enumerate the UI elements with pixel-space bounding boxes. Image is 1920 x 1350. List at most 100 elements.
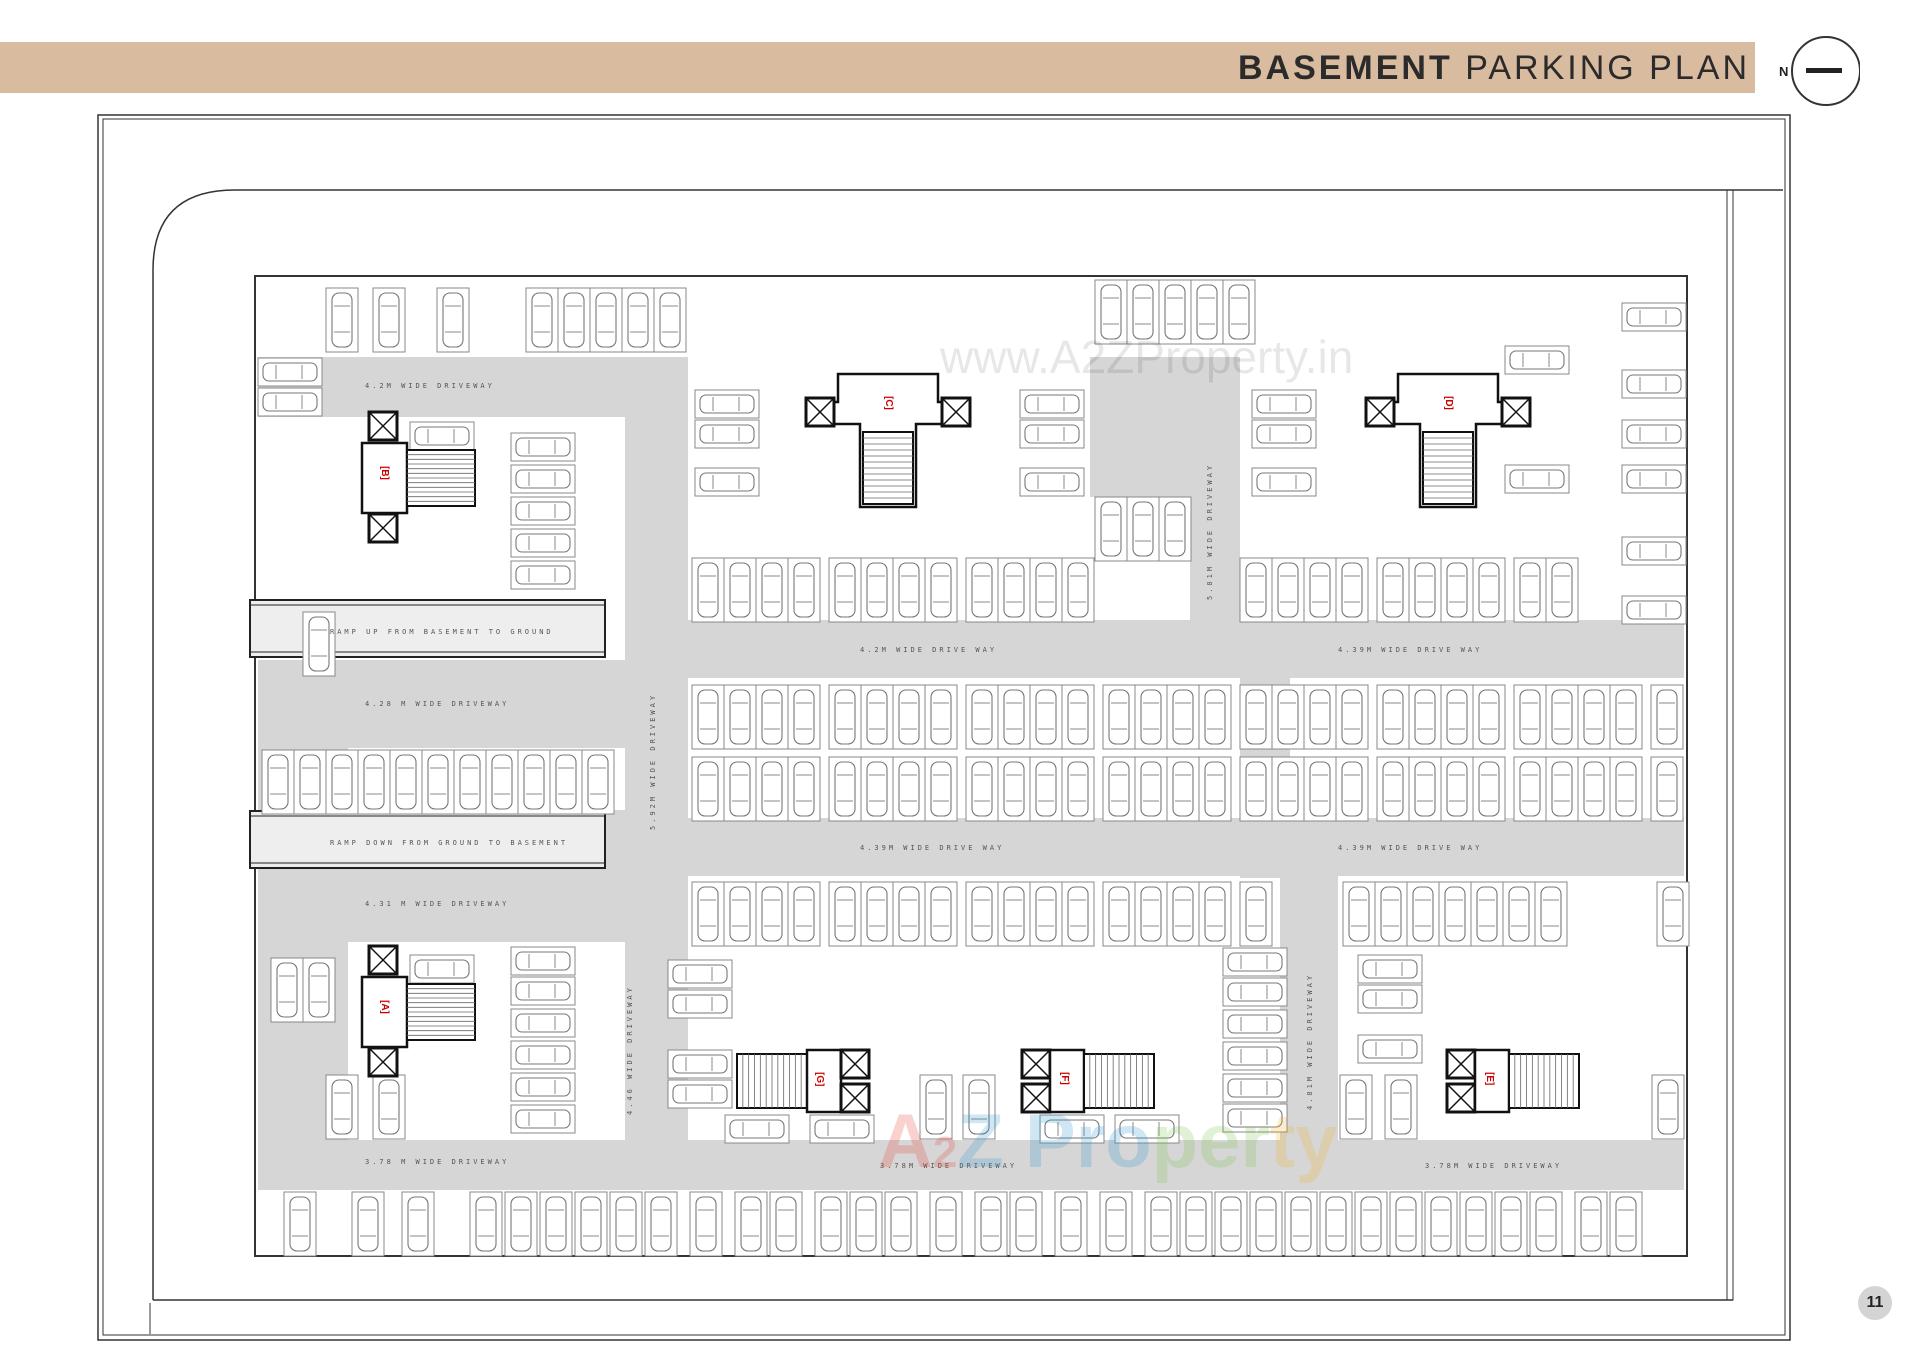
parking-bay: [1166, 684, 1200, 750]
parking-bay: [1529, 1191, 1563, 1257]
parking-bay: [1389, 1191, 1423, 1257]
driveway-label: 4.28 M WIDE DRIVEWAY: [365, 700, 509, 708]
parking-bay: [1374, 881, 1408, 947]
parking-bay: [581, 749, 615, 815]
parking-bay: [1335, 756, 1369, 822]
parking-bay: [755, 557, 789, 623]
parking-bay: [1513, 684, 1547, 750]
driveway-label: 4.81M WIDE DRIVEWAY: [1306, 973, 1314, 1110]
parking-bay: [1144, 1191, 1178, 1257]
parking-bay: [325, 287, 359, 353]
parking-bay: [1102, 684, 1136, 750]
parking-bay: [1621, 464, 1687, 494]
parking-bay: [325, 1074, 359, 1140]
parking-bay: [1179, 1191, 1213, 1257]
parking-bay: [1335, 684, 1369, 750]
parking-bay: [510, 946, 576, 976]
parking-bay: [974, 1191, 1008, 1257]
parking-bay: [257, 357, 323, 387]
parking-bay: [1271, 557, 1305, 623]
parking-bay: [929, 1191, 963, 1257]
parking-bay: [1408, 684, 1442, 750]
parking-bay: [1440, 557, 1474, 623]
parking-bay: [1134, 756, 1168, 822]
parking-bay: [453, 749, 487, 815]
parking-bay: [997, 684, 1031, 750]
parking-bay: [1166, 756, 1200, 822]
core: [G]: [736, 1048, 871, 1114]
parking-bay: [997, 881, 1031, 947]
parking-bay: [1114, 1114, 1180, 1144]
parking-bay: [1134, 684, 1168, 750]
parking-bay: [1513, 557, 1547, 623]
parking-bay: [1061, 881, 1095, 947]
parking-bay: [1545, 684, 1579, 750]
parking-bay: [510, 1072, 576, 1102]
parking-bay: [1271, 684, 1305, 750]
parking-bay: [1459, 1191, 1493, 1257]
parking-bay: [510, 1008, 576, 1038]
parking-bay: [549, 749, 583, 815]
parking-bay: [1621, 595, 1687, 625]
page-title: BASEMENT PARKING PLAN: [1238, 49, 1750, 88]
parking-bay: [787, 684, 821, 750]
parking-bay: [409, 421, 475, 451]
parking-bay: [828, 756, 862, 822]
ramp-label: RAMP UP FROM BASEMENT TO GROUND: [330, 628, 554, 636]
parking-bay: [667, 989, 733, 1019]
parking-bay: [510, 560, 576, 590]
parking-bay: [510, 976, 576, 1006]
parking-bay: [828, 684, 862, 750]
header-band: [0, 42, 1755, 93]
parking-bay: [389, 749, 423, 815]
parking-bay: [667, 959, 733, 989]
parking-bay: [1158, 279, 1192, 345]
parking-bay: [689, 1191, 723, 1257]
parking-bay: [1650, 756, 1684, 822]
driveway-label: 4.31 M WIDE DRIVEWAY: [365, 900, 509, 908]
parking-bay: [1440, 684, 1474, 750]
driveway-label: 3.78 M WIDE DRIVEWAY: [365, 1158, 509, 1166]
parking-bay: [965, 557, 999, 623]
core-label: [B]: [379, 466, 390, 480]
driveway-label: 3.78M WIDE DRIVEWAY: [880, 1162, 1017, 1170]
parking-bay: [1384, 1074, 1418, 1140]
parking-bay: [1651, 1074, 1685, 1140]
parking-bay: [1134, 881, 1168, 947]
parking-bay: [1239, 756, 1273, 822]
parking-bay: [510, 1104, 576, 1134]
driveway-label: 4.39M WIDE DRIVE WAY: [860, 844, 1004, 852]
parking-bay: [1303, 684, 1337, 750]
parking-bay: [1158, 496, 1192, 562]
core-label: [A]: [379, 1000, 390, 1014]
core-label: [C]: [883, 396, 894, 410]
parking-bay: [924, 756, 958, 822]
parking-bay: [809, 1114, 875, 1144]
core-label: [E]: [1484, 1072, 1495, 1085]
parking-bay: [1094, 279, 1128, 345]
parking-bay: [1061, 557, 1095, 623]
parking-bay: [769, 1191, 803, 1257]
parking-bay: [892, 756, 926, 822]
parking-bay: [965, 756, 999, 822]
parking-bay: [510, 1040, 576, 1070]
driveway-label: 5.81M WIDE DRIVEWAY: [1206, 463, 1214, 600]
parking-bay: [1239, 684, 1273, 750]
parking-bay: [892, 557, 926, 623]
parking-bay: [1029, 684, 1063, 750]
parking-bay: [1061, 684, 1095, 750]
parking-bay: [694, 419, 760, 449]
parking-bay: [1472, 756, 1506, 822]
parking-bay: [485, 749, 519, 815]
parking-bay: [667, 1049, 733, 1079]
core: [F]: [1020, 1048, 1155, 1114]
parking-bay: [828, 557, 862, 623]
parking-bay: [302, 611, 336, 677]
parking-bay: [1214, 1191, 1248, 1257]
driveway-label: 4.2M WIDE DRIVE WAY: [860, 646, 997, 654]
parking-bay: [539, 1191, 573, 1257]
parking-bay: [1239, 881, 1273, 947]
parking-bay: [919, 1074, 953, 1140]
parking-bay: [860, 557, 894, 623]
core: [E]: [1445, 1048, 1580, 1114]
